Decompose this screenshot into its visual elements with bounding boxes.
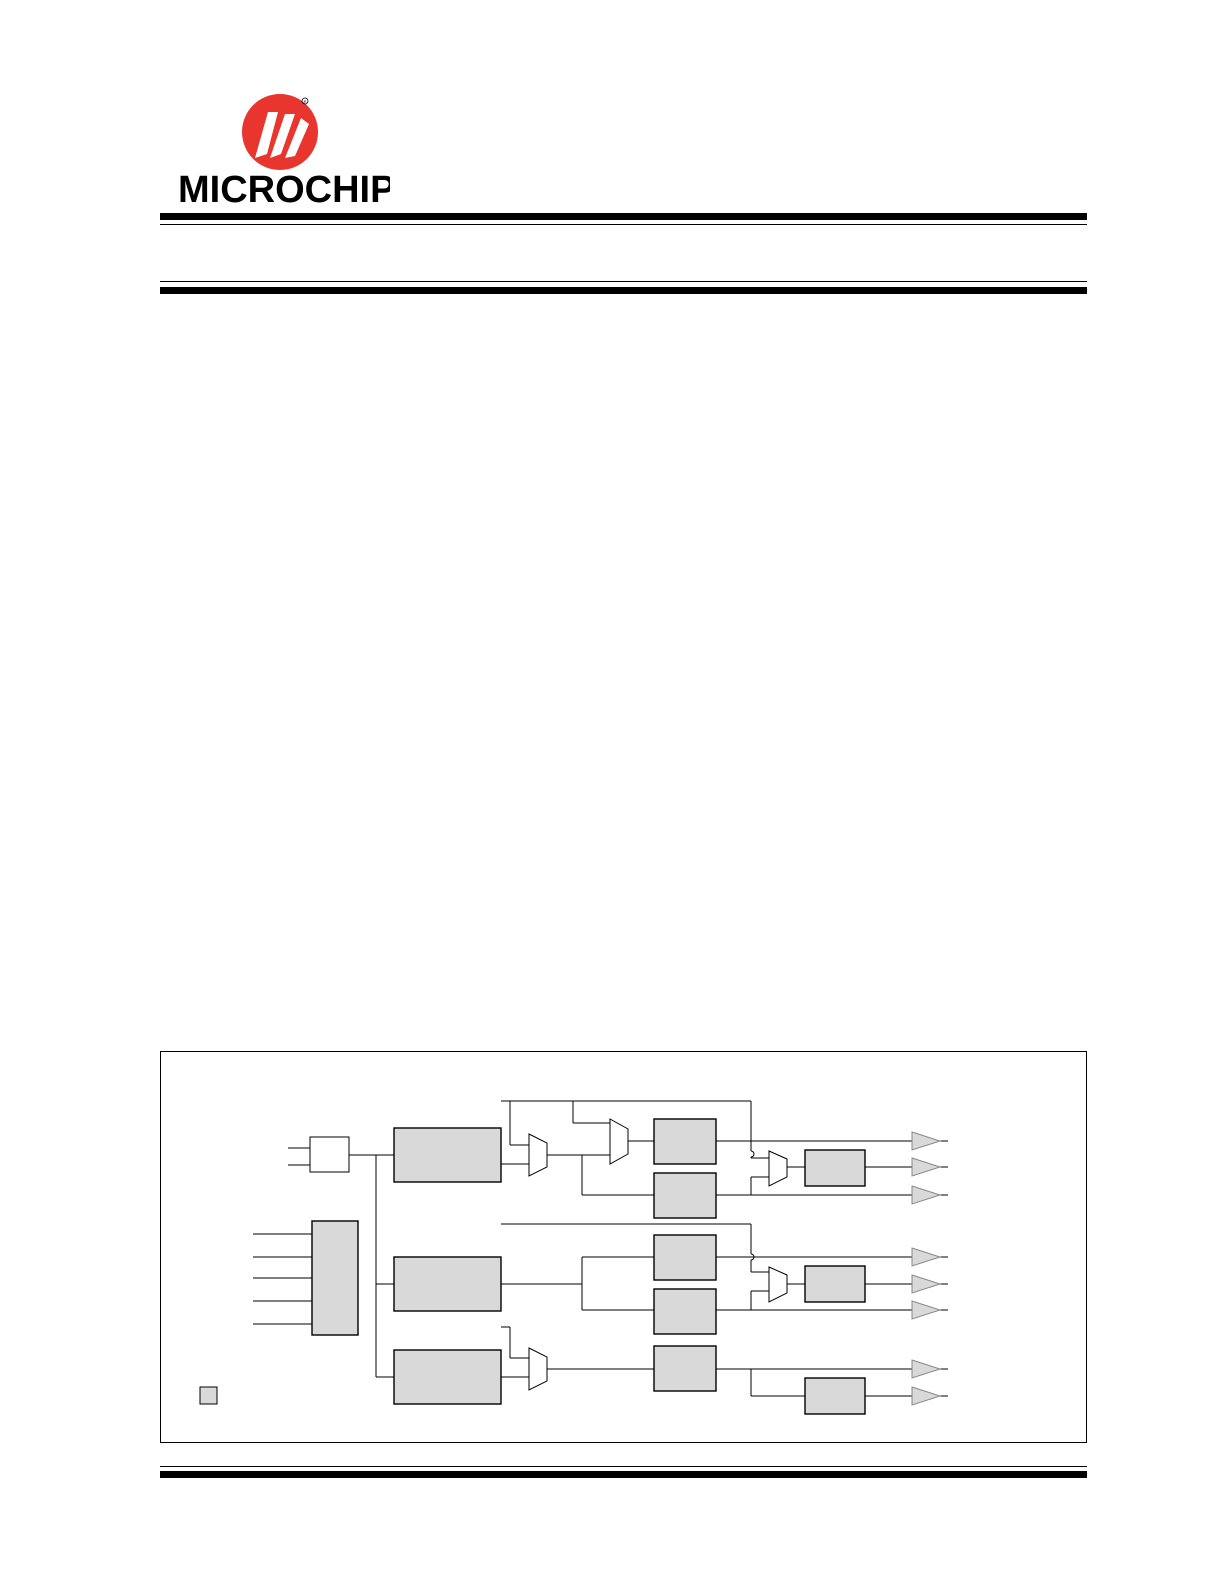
output-buffer-7 xyxy=(911,1359,942,1379)
mux-5 xyxy=(528,1347,548,1391)
output-buffer-4 xyxy=(911,1247,942,1267)
gray-block-3 xyxy=(393,1349,502,1405)
tall-block xyxy=(311,1220,359,1336)
block-diagram xyxy=(199,1100,948,1415)
title-rule-thick xyxy=(160,287,1087,294)
stage-block-5 xyxy=(653,1345,717,1392)
output-buffer-2 xyxy=(911,1157,942,1177)
header-rule-thin xyxy=(160,224,1087,225)
title-rule-thin xyxy=(160,281,1087,282)
mux-3 xyxy=(768,1150,788,1187)
mux-out-block-1 xyxy=(804,1149,866,1187)
mux-1 xyxy=(528,1133,548,1177)
footer-rule-thin xyxy=(160,1466,1087,1467)
input-block xyxy=(309,1136,350,1173)
output-buffer-8 xyxy=(911,1386,942,1406)
output-buffer-3 xyxy=(911,1185,942,1205)
stage-block-4 xyxy=(653,1288,717,1335)
footer-rule-thick xyxy=(160,1471,1087,1478)
header-rule-thick xyxy=(160,213,1087,220)
stage-block-1 xyxy=(653,1118,717,1165)
gray-block-2 xyxy=(393,1256,502,1312)
mux-out-block-3 xyxy=(804,1377,866,1415)
mux-4 xyxy=(768,1266,788,1303)
output-buffer-6 xyxy=(911,1300,942,1320)
mux-out-block-2 xyxy=(804,1265,866,1303)
block-diagram-frame xyxy=(160,1051,1087,1443)
output-buffer-1 xyxy=(911,1131,942,1151)
gray-square-legend-icon xyxy=(199,1386,218,1405)
output-buffer-5 xyxy=(911,1274,942,1294)
stage-block-3 xyxy=(653,1234,717,1281)
gray-block-1 xyxy=(393,1127,502,1183)
microchip-logo-icon: R MICROCHIP xyxy=(178,94,390,210)
brand-wordmark: MICROCHIP xyxy=(178,169,390,210)
stage-block-2 xyxy=(653,1172,717,1219)
svg-text:R: R xyxy=(304,99,307,104)
mux-2 xyxy=(609,1118,629,1165)
